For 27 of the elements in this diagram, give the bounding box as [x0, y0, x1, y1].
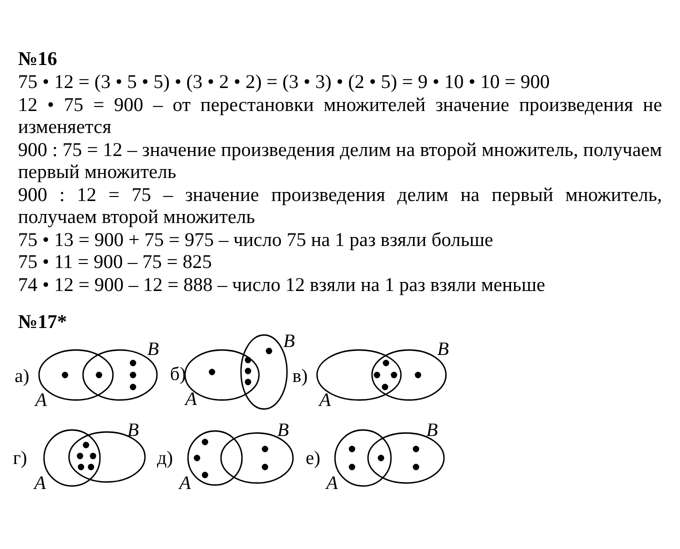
solution-text: 75 • 11 = 900 – 75 = 825	[18, 252, 213, 274]
set-label: A	[326, 474, 338, 494]
solution-text: 75 • 12 = (3 • 5 • 5) • (3 • 2 • 2) = (3 • 3) • (2 • 5) = 9 • 10 • 10 = 900	[18, 72, 551, 94]
item-letter: б)	[170, 365, 186, 385]
set-label: B	[277, 421, 289, 441]
set-label: B	[437, 340, 449, 360]
item-letter: д)	[157, 449, 173, 469]
item-letter: в)	[292, 367, 308, 387]
set-label: B	[127, 421, 139, 441]
set-label: B	[147, 340, 159, 360]
solution-text: 900 : 12 = 75 – значение произведения делим на первый множитель, получаем второй множитель	[18, 184, 662, 230]
solution-text: 74 • 12 = 900 – 12 = 888 – число 12 взяли на 1 раз взяли меньше	[18, 274, 546, 297]
set-label: A	[319, 391, 331, 411]
task-number: №17*	[18, 312, 67, 334]
set-label: B	[426, 421, 438, 441]
set-label: A	[185, 390, 197, 410]
set-label: A	[179, 474, 191, 494]
solution-text: 900 : 75 = 12 – значение произведения делим на второй множитель, получаем первый множитель	[18, 140, 662, 184]
task-number: №16	[18, 49, 58, 72]
set-label: A	[35, 391, 47, 411]
solution-text: 75 • 13 = 900 + 75 = 975 – число 75 на 1 раз взяли больше	[18, 230, 494, 252]
item-letter: г)	[12, 449, 28, 469]
set-label: B	[283, 332, 295, 352]
set-label: A	[34, 474, 46, 494]
item-letter: а)	[14, 367, 30, 387]
item-letter: е)	[306, 449, 320, 469]
solution-text: 12 • 75 = 900 – от перестановки множителей значение произведения не изменяется	[18, 94, 662, 140]
